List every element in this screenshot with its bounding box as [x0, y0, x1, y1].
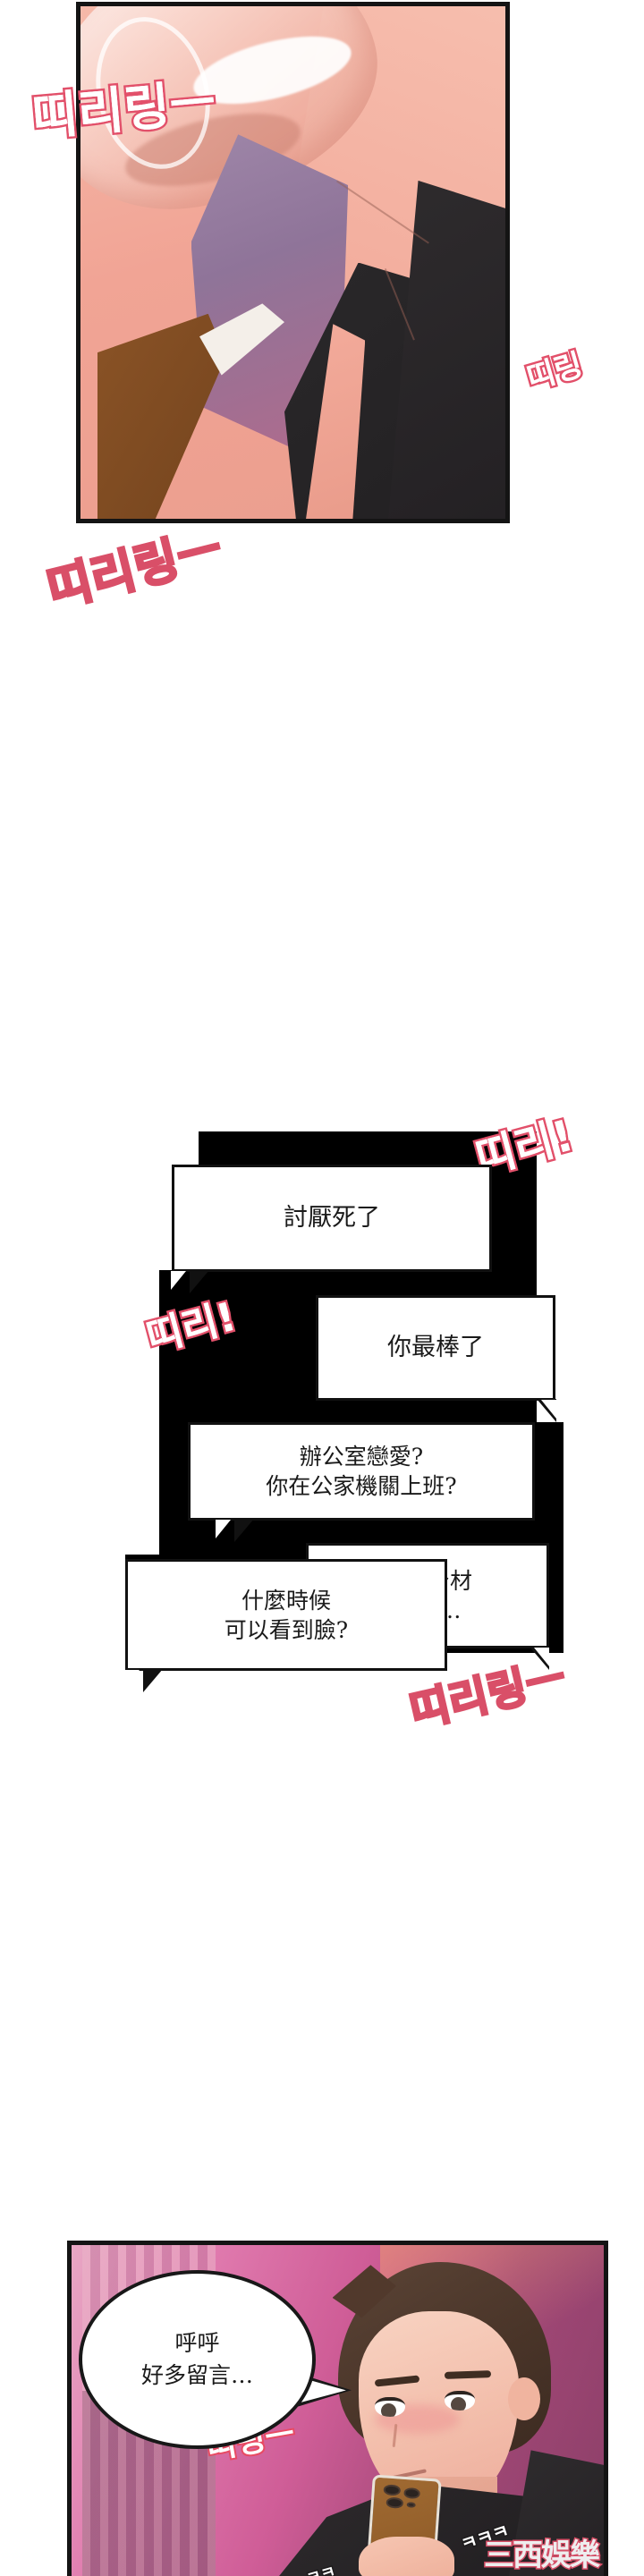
sfx-ring-bottom-left: 띠리링ㅡ — [40, 519, 229, 619]
chat-bubble-5-tail — [124, 1669, 163, 1692]
watermark: 三西娛樂 — [483, 2537, 602, 2575]
chat-bubble-2-tail — [537, 1399, 556, 1422]
character-left-eye — [375, 2397, 406, 2418]
chat-bubble-5-line-1: 什麼時候 — [241, 1587, 331, 1614]
phone-flash — [406, 2502, 417, 2509]
chat-bubble-1-tail — [171, 1270, 209, 1293]
chat-bubble-3-tail — [216, 1519, 254, 1542]
chat-bubble-3-line-1: 辦公室戀愛? — [299, 1444, 424, 1470]
phone-camera-3 — [386, 2496, 404, 2509]
chat-bubble-3-line-2: 你在公家機關上班? — [266, 1473, 457, 1499]
speech-bubble: 呼呼 好多留言… — [79, 2270, 316, 2449]
chat-bubble-5-line-2: 可以看到臉? — [224, 1616, 349, 1643]
panel-bottom-man-with-phone: ㅋㅋㅋ ㅋㅋ 呼呼 好多留言… 三西娛樂 — [67, 2241, 608, 2576]
character-left-pupil — [381, 2403, 397, 2418]
phone-camera-2 — [403, 2487, 421, 2500]
speech-bubble-line-1: 呼呼 — [174, 2329, 220, 2356]
sfx-ring-right: 띠링 — [521, 345, 589, 400]
chat-bubble-1: 討厭死了 — [172, 1165, 492, 1272]
chat-bubble-3: 辦公室戀愛? 你在公家機關上班? — [188, 1422, 535, 1521]
chat-bubble-5: 什麼時候 可以看到臉? — [125, 1559, 447, 1671]
character-ear — [507, 2377, 540, 2421]
character-right-eye — [444, 2390, 475, 2411]
chat-bubble-4-tail — [530, 1647, 549, 1670]
chat-message-collage: 討厭死了 你最棒了 辦公室戀愛? 你在公家機關上班? 女的身材 阿嘶… 什麼時候… — [0, 1109, 644, 1699]
chat-bubble-1-text: 討厭死了 — [284, 1204, 380, 1233]
speech-bubble-line-2: 好多留言… — [140, 2362, 253, 2388]
panel-top-phone-closeup — [76, 2, 510, 523]
phone-camera-1 — [383, 2484, 401, 2496]
character-right-eyebrow — [444, 2369, 491, 2379]
character-hand — [359, 2536, 455, 2576]
chat-bubble-2-text: 你最棒了 — [387, 1334, 484, 1362]
character-right-pupil — [450, 2396, 466, 2411]
chat-bubble-2: 你最棒了 — [316, 1295, 555, 1401]
